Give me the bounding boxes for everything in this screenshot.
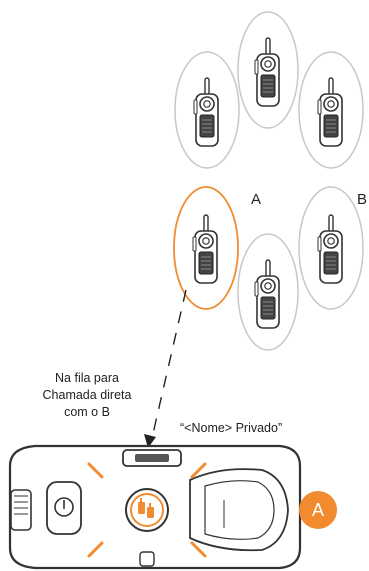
radio-icon-top-right <box>317 77 343 147</box>
badge-a: A <box>299 491 337 529</box>
queue-caption-line2: Chamada direta <box>42 388 132 402</box>
queue-arrow-head <box>144 434 156 448</box>
radio-icon-b <box>317 214 343 284</box>
queue-caption: Na fila para Chamada direta com o B <box>22 370 152 421</box>
queue-caption-line3: com o B <box>64 405 110 419</box>
radio-b-label: B <box>357 191 368 208</box>
private-call-icon <box>138 498 154 518</box>
highlight-rays <box>87 462 207 558</box>
radio-icon-top-left <box>193 77 219 147</box>
private-display-label: “<Nome> Privado” <box>180 421 283 435</box>
radio-ellipse-bottom <box>237 233 299 351</box>
radio-ellipse-top-right <box>298 51 364 169</box>
queue-caption-line1: Na fila para <box>55 371 119 385</box>
radio-ellipse-b <box>298 186 364 310</box>
radio-ellipse-top <box>237 11 299 129</box>
queue-arrow-line <box>151 289 187 439</box>
radio-a-label: A <box>251 191 262 208</box>
radio-icon-a <box>192 214 218 284</box>
radio-ellipse-a <box>173 186 239 310</box>
radio-icon-top <box>254 37 280 107</box>
radio-ellipse-top-left <box>174 51 240 169</box>
radio-icon-bottom <box>254 259 280 329</box>
